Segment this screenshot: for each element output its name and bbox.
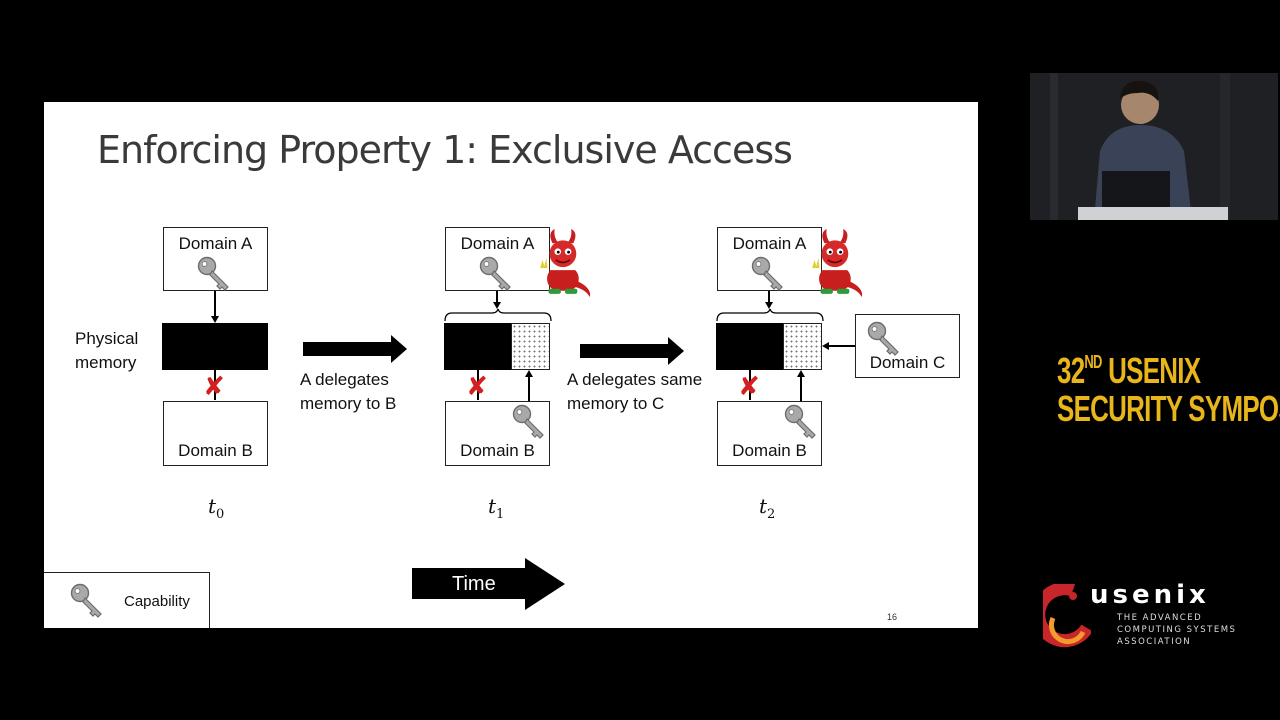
step1-text-line1: A delegates xyxy=(300,370,389,389)
domain-b-label: Domain B xyxy=(732,441,807,460)
arrow-line xyxy=(749,370,751,400)
conference-title: 32ND USENIX Security Symposium xyxy=(1057,352,1280,428)
arrow-head xyxy=(493,302,501,309)
memory-block-delegated xyxy=(444,323,511,370)
physical-memory-block xyxy=(162,323,268,370)
domain-a-label: Domain A xyxy=(460,234,535,253)
domain-b-label: Domain B xyxy=(178,441,253,460)
physical-memory-label-line1: Physical xyxy=(75,329,139,348)
brace-icon xyxy=(716,308,824,322)
devil-icon xyxy=(539,229,591,298)
memory-block-shared xyxy=(783,323,822,370)
delegation-arrow-2 xyxy=(580,337,684,365)
key-icon xyxy=(751,256,783,291)
page-number: 16 xyxy=(887,612,898,622)
physical-memory-label-line2: memory xyxy=(75,353,137,372)
presentation-slide: Enforcing Property 1: Exclusive Access D… xyxy=(44,102,978,628)
time-label: Time xyxy=(452,573,496,595)
memory-block-delegated xyxy=(716,323,783,370)
key-icon xyxy=(867,321,899,356)
cross-icon: ✘ xyxy=(738,372,760,402)
cross-icon: ✘ xyxy=(466,372,488,402)
domain-c-box: Domain C xyxy=(855,314,960,378)
arrow-line xyxy=(829,345,855,347)
domain-a-box-t2: Domain A xyxy=(717,227,822,291)
time-arrow xyxy=(412,558,565,610)
arrow-head xyxy=(797,370,805,377)
slide-title: Enforcing Property 1: Exclusive Access xyxy=(97,128,793,172)
memory-block-shared xyxy=(511,323,550,370)
arrow-head xyxy=(822,342,829,350)
usenix-wordmark: usenix xyxy=(1090,580,1210,610)
brace-icon xyxy=(444,308,552,322)
arrow-line xyxy=(214,370,216,400)
cross-icon: ✘ xyxy=(203,372,225,402)
key-icon xyxy=(784,404,816,439)
domain-b-box-t1: Domain B xyxy=(445,401,550,466)
capability-legend: Capability xyxy=(44,572,210,628)
key-icon xyxy=(197,256,229,291)
domain-b-box-t0: Domain B xyxy=(163,401,268,466)
key-icon xyxy=(512,404,544,439)
domain-b-box-t2: Domain B xyxy=(717,401,822,466)
devil-icon xyxy=(811,229,863,298)
arrow-line xyxy=(800,377,802,401)
arrow-head xyxy=(525,370,533,377)
arrow-head xyxy=(211,316,219,323)
step2-text-line2: memory to C xyxy=(567,394,665,413)
domain-a-box-t0: Domain A xyxy=(163,227,268,291)
conference-title-line2: Security Symposium xyxy=(1057,388,1280,429)
domain-c-label: Domain C xyxy=(869,353,946,372)
key-icon xyxy=(70,583,102,618)
legend-label: Capability xyxy=(124,593,190,610)
step2-text-line1: A delegates same xyxy=(567,370,703,389)
domain-b-label: Domain B xyxy=(460,441,535,460)
speaker-image xyxy=(1030,73,1278,220)
time-label-t0: t0 xyxy=(208,494,225,522)
time-label-t1: t1 xyxy=(488,494,505,522)
domain-a-box-t1: Domain A xyxy=(445,227,550,291)
arrow-head xyxy=(765,302,773,309)
arrow-line xyxy=(477,370,479,400)
arrow-line xyxy=(528,377,530,401)
domain-a-label: Domain A xyxy=(178,234,253,253)
usenix-tagline: THE ADVANCED COMPUTING SYSTEMS ASSOCIATI… xyxy=(1117,613,1237,647)
delegation-arrow-1 xyxy=(303,335,407,363)
key-icon xyxy=(479,256,511,291)
speaker-video xyxy=(1030,73,1278,220)
domain-a-label: Domain A xyxy=(732,234,807,253)
conference-title-line1: 32ND USENIX xyxy=(1057,350,1201,391)
time-label-t2: t2 xyxy=(759,494,776,522)
step1-text-line2: memory to B xyxy=(300,394,397,413)
arrow-line xyxy=(768,291,770,303)
arrow-line xyxy=(496,291,498,303)
usenix-logo-icon xyxy=(1043,584,1091,648)
arrow-line xyxy=(214,291,216,317)
